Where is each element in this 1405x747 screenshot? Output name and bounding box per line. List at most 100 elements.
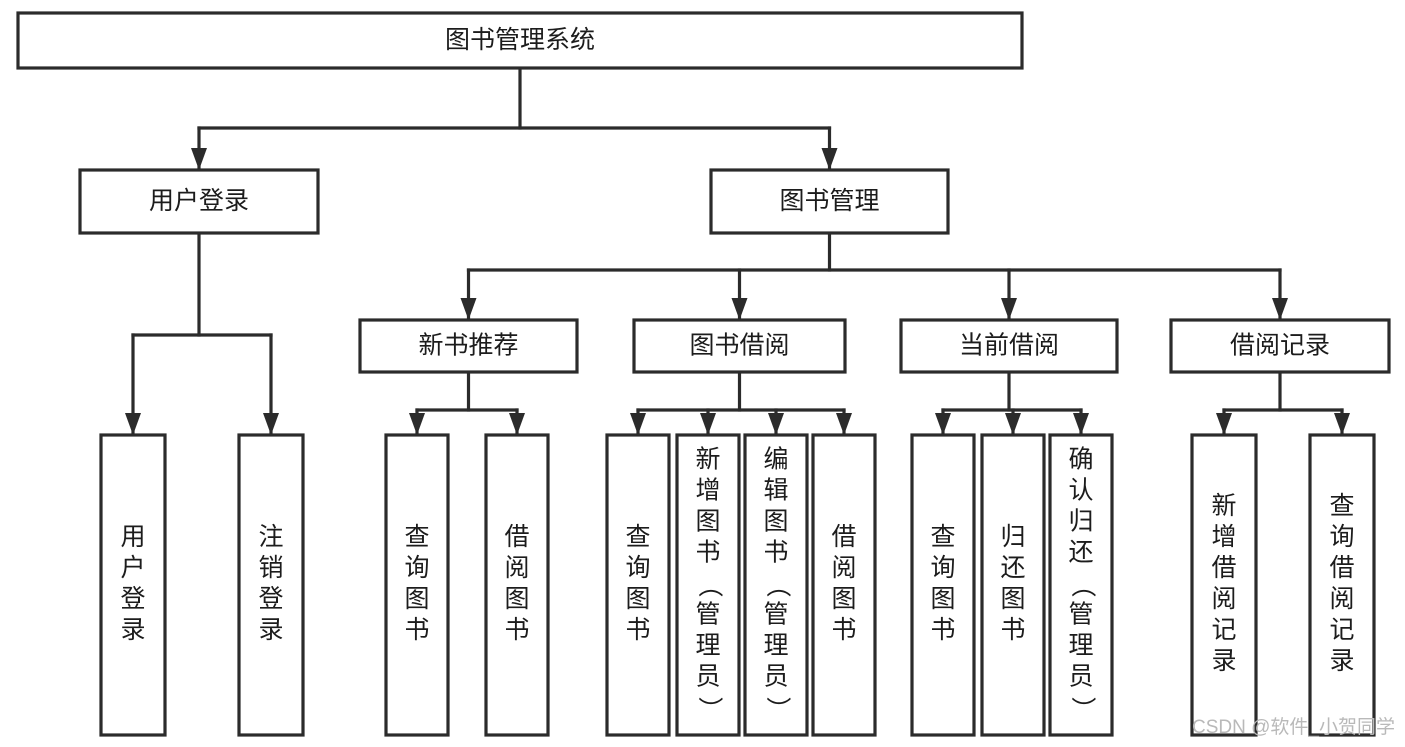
node-label-char: 员 <box>695 663 720 691</box>
node-rect <box>743 433 809 737</box>
node-label-char: 认 <box>1068 477 1093 505</box>
node-label-char: 管 <box>763 601 788 629</box>
node-rect <box>632 318 847 374</box>
level3-node-1[interactable]: 新书推荐 <box>358 318 579 374</box>
node-label-char: 增 <box>695 477 720 505</box>
node-label-char: 询 <box>1329 523 1354 551</box>
node-label-char: 还 <box>1000 554 1025 582</box>
connector-arrowhead <box>509 413 525 435</box>
node-rect <box>899 318 1119 374</box>
node-label-char: 录 <box>120 616 145 644</box>
connector-arrowhead <box>409 413 425 435</box>
node-label: 图书借阅 <box>689 332 789 360</box>
node-label-char: 图 <box>504 585 529 613</box>
node-label-char: 阅 <box>1329 585 1354 613</box>
node-rect <box>811 433 877 737</box>
node-rect <box>1048 433 1114 737</box>
level3-node-2[interactable]: 图书借阅 <box>632 318 847 374</box>
connector-arrowhead <box>630 413 646 435</box>
node-label-char: 询 <box>404 554 429 582</box>
node-label: 新书推荐 <box>418 332 518 360</box>
node-label-char: 确 <box>1068 446 1093 474</box>
level3-node-4[interactable]: 借阅记录 <box>1169 318 1391 374</box>
connector-arrowhead <box>731 298 748 320</box>
node-label-char: 员 <box>1068 663 1093 691</box>
node-label-char: 查 <box>930 523 955 551</box>
node-label-char: 书 <box>404 616 429 644</box>
node-label-char: 登 <box>258 585 283 613</box>
node-label-char: 辑 <box>763 477 788 505</box>
connector-arrowhead <box>1001 298 1017 320</box>
node-label-char: 录 <box>1329 647 1354 675</box>
node-label-char: 管 <box>1068 601 1093 629</box>
leaf-node-1[interactable]: 用户登录 <box>99 433 167 737</box>
node-rect <box>16 11 1024 70</box>
connector-arrowhead <box>460 298 477 320</box>
level2-node-2[interactable]: 图书管理 <box>709 168 950 235</box>
node-label-char: 图 <box>831 585 856 613</box>
node-label-char: 归 <box>1068 508 1093 536</box>
node-label: 图书管理系统 <box>445 26 595 54</box>
connector-arrowhead <box>1216 413 1232 435</box>
node-label-char: 图 <box>404 585 429 613</box>
csdn-watermark: CSDN @软件_小贺同学 <box>1192 716 1395 738</box>
box-layer: 图书管理系统用户登录图书管理新书推荐图书借阅当前借阅借阅记录用户登录注销登录查询… <box>16 11 1391 737</box>
connector-arrowhead <box>836 413 852 435</box>
node-rect <box>99 433 167 737</box>
node-label-char: 询 <box>930 554 955 582</box>
node-label-char: 阅 <box>504 554 529 582</box>
connector-arrowhead <box>821 148 838 170</box>
node-label-char: 户 <box>120 554 145 582</box>
node-label-char: 查 <box>404 523 429 551</box>
node-label: 图书管理 <box>779 187 879 215</box>
node-label-char: ） <box>1068 696 1096 721</box>
node-rect <box>78 168 320 235</box>
node-label-char: 借 <box>831 523 856 551</box>
node-label-char: 书 <box>763 539 788 567</box>
node-label-char: ） <box>763 696 791 721</box>
node-label: 当前借阅 <box>959 332 1059 360</box>
node-rect <box>384 433 450 737</box>
node-label-char: 录 <box>258 616 283 644</box>
level3-node-3[interactable]: 当前借阅 <box>899 318 1119 374</box>
node-label-char: 阅 <box>831 554 856 582</box>
node-label-char: 图 <box>695 508 720 536</box>
node-label-char: 借 <box>1211 554 1236 582</box>
node-label-char: 登 <box>120 585 145 613</box>
node-rect <box>1190 433 1258 737</box>
level2-node-1[interactable]: 用户登录 <box>78 168 320 235</box>
node-label-char: 理 <box>1068 632 1093 660</box>
node-label-char: 编 <box>763 446 788 474</box>
node-label-char: 新 <box>695 446 720 474</box>
root-node-1[interactable]: 图书管理系统 <box>16 11 1024 70</box>
node-label-char: 图 <box>625 585 650 613</box>
connector-layer <box>125 66 1350 437</box>
node-label-char: 理 <box>695 632 720 660</box>
node-rect <box>605 433 671 737</box>
node-label-char: 新 <box>1211 492 1236 520</box>
node-label-char: 查 <box>625 523 650 551</box>
node-label-char: 理 <box>763 632 788 660</box>
node-rect <box>484 433 550 737</box>
node-label-char: 借 <box>504 523 529 551</box>
node-label-char: 书 <box>1000 616 1025 644</box>
node-label-char: 书 <box>625 616 650 644</box>
node-label-char: 书 <box>504 616 529 644</box>
node-rect <box>709 168 950 235</box>
node-rect <box>1169 318 1391 374</box>
node-rect <box>980 433 1046 737</box>
